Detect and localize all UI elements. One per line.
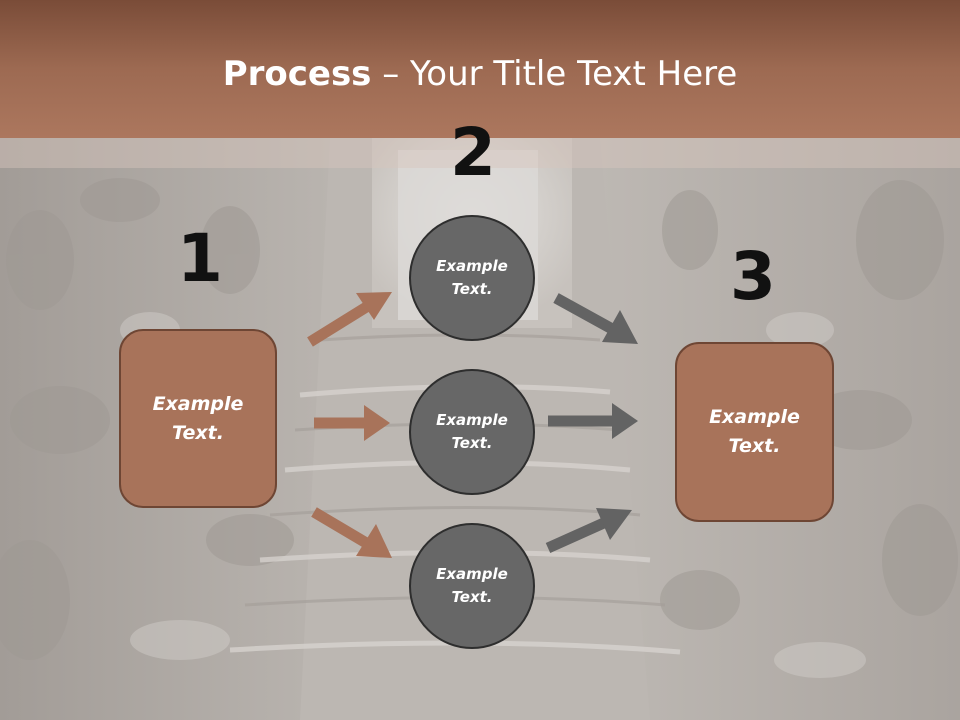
arrow-step1-to-middle [314,405,390,441]
step-number-3: 3 [730,238,776,315]
step1-box-text: Example Text. [152,392,244,444]
step3-box: Example Text. [675,342,834,522]
step2-circle-bottom: Example Text. [409,523,535,649]
step2-circle-middle: Example Text. [409,369,535,495]
step-number-1: 1 [177,220,223,297]
step2-circle-bottom-text: Example Text. [436,565,508,606]
title-rest-part: – Your Title Text Here [371,54,738,94]
arrow-bottom-to-step3 [545,508,632,554]
arrow-middle-to-step3 [548,403,638,439]
arrow-top-to-step3 [553,293,638,344]
step2-circle-middle-text: Example Text. [436,411,508,452]
title-bold-part: Process [222,54,372,94]
step1-box: Example Text. [119,329,277,508]
step-number-2: 2 [450,114,496,191]
step3-box-text: Example Text. [709,406,800,457]
step2-circle-top-text: Example Text. [436,257,508,298]
step2-circle-top: Example Text. [409,215,535,341]
slide-title: Process – Your Title Text Here [0,52,960,96]
arrow-step1-to-top [307,292,392,347]
arrow-step1-to-bottom [311,507,392,558]
